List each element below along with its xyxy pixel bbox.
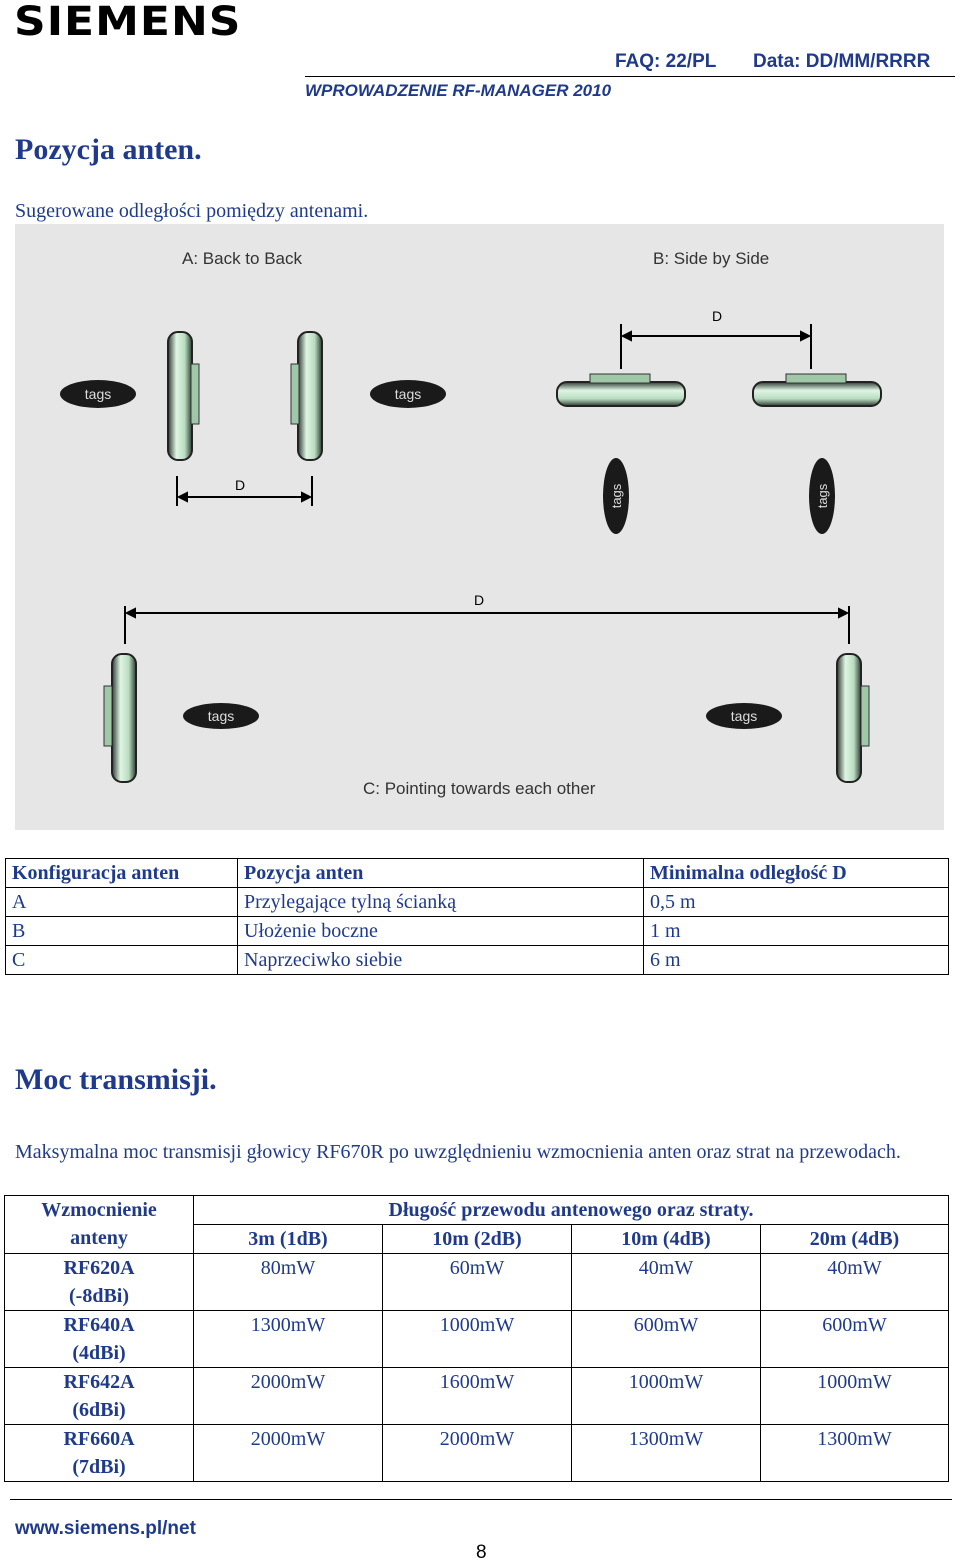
table-cell: 40mW <box>760 1253 949 1311</box>
header-min-distance: Minimalna odległość D <box>643 858 949 888</box>
table-row: A Przylegające tylną ścianką 0,5 m <box>5 887 949 917</box>
table-cell: 40mW <box>571 1253 761 1311</box>
antenna-model: RF660A <box>63 1428 135 1450</box>
antenna-cell: RF620A (-8dBi) <box>4 1253 194 1311</box>
antenna-c-right <box>836 653 870 783</box>
label-back-to-back: A: Back to Back <box>182 249 302 268</box>
table-cell: 1300mW <box>193 1310 383 1368</box>
antenna-placement-diagram: A: Back to Back B: Side by Side C: Point… <box>15 224 944 830</box>
document-subtitle: WPROWADZENIE RF-MANAGER 2010 <box>305 81 612 100</box>
header-configuration: Konfiguracja anten <box>5 858 238 888</box>
tag-b-left: tags <box>603 458 629 534</box>
table-cell: 1000mW <box>382 1310 572 1368</box>
table-cell: 600mW <box>571 1310 761 1368</box>
table-row: RF660A (7dBi) 2000mW 2000mW 1300mW 1300mW <box>4 1424 949 1482</box>
table-cell: 2000mW <box>382 1424 572 1482</box>
table-cell: 2000mW <box>193 1367 383 1425</box>
table-cell: B <box>5 916 238 946</box>
tag-c-right: tags <box>706 703 782 729</box>
table-cell: 80mW <box>193 1253 383 1311</box>
table-cell: Ułożenie boczne <box>237 916 644 946</box>
siemens-logo: SIEMENS <box>14 0 242 45</box>
header-position: Pozycja anten <box>237 858 644 888</box>
antenna-model: RF620A <box>63 1257 135 1279</box>
distance-b <box>620 324 812 369</box>
table-cell: 600mW <box>760 1310 949 1368</box>
antenna-cell: RF660A (7dBi) <box>4 1424 194 1482</box>
table-row: B Ułożenie boczne 1 m <box>5 916 949 946</box>
svg-text:tags: tags <box>85 386 111 402</box>
table-cell: 6 m <box>643 945 949 975</box>
distance-c <box>124 606 850 644</box>
header-col-10m-2db: 10m (2dB) <box>382 1224 572 1254</box>
svg-text:tags: tags <box>208 708 234 724</box>
table-cell: 2000mW <box>193 1424 383 1482</box>
antenna-distance-table: Konfiguracja anten Pozycja anten Minimal… <box>5 858 949 975</box>
table-header-row: Konfiguracja anten Pozycja anten Minimal… <box>5 858 949 888</box>
antenna-gain: (-8dBi) <box>69 1285 129 1307</box>
antenna-b-left <box>556 373 686 407</box>
table-cell: 1300mW <box>760 1424 949 1482</box>
antenna-cell: RF642A (6dBi) <box>4 1367 194 1425</box>
table-row: C Naprzeciwko siebie 6 m <box>5 945 949 975</box>
document-date: Data: DD/MM/RRRR <box>753 51 931 72</box>
transmission-power-table: Wzmocnienie anteny Długość przewodu ante… <box>4 1195 949 1482</box>
header-col-20m: 20m (4dB) <box>760 1224 949 1254</box>
antenna-gain: (7dBi) <box>72 1456 126 1478</box>
table-row: RF640A (4dBi) 1300mW 1000mW 600mW 600mW <box>4 1310 949 1368</box>
footer-divider <box>10 1499 952 1500</box>
header-cable-length: Długość przewodu antenowego oraz straty. <box>193 1195 949 1225</box>
table-cell: 0,5 m <box>643 887 949 917</box>
table-header-row: 3m (1dB) 10m (2dB) 10m (4dB) 20m (4dB) <box>5 1224 949 1254</box>
label-side-by-side: B: Side by Side <box>653 249 769 268</box>
distance-label-a: D <box>235 477 245 493</box>
tag-a-right: tags <box>370 380 446 408</box>
footer-url-link[interactable]: www.siemens.pl/net <box>15 1518 196 1539</box>
distance-label-b: D <box>712 308 722 324</box>
table-cell: 1000mW <box>571 1367 761 1425</box>
tag-b-right: tags <box>809 458 835 534</box>
distance-a <box>176 476 313 506</box>
section-description-antenna: Sugerowane odległości pomiędzy antenami. <box>15 200 369 222</box>
antenna-b-right <box>752 373 882 407</box>
table-cell: 1300mW <box>571 1424 761 1482</box>
table-row: RF642A (6dBi) 2000mW 1600mW 1000mW 1000mW <box>4 1367 949 1425</box>
table-cell: Przylegające tylną ścianką <box>237 887 644 917</box>
page-number: 8 <box>476 1542 487 1563</box>
diagram-svg: A: Back to Back B: Side by Side C: Point… <box>60 249 882 798</box>
table-cell: 1000mW <box>760 1367 949 1425</box>
svg-text:tags: tags <box>815 483 830 508</box>
table-header-row: Wzmocnienie anteny Długość przewodu ante… <box>4 1195 949 1254</box>
faq-number: FAQ: 22/PL <box>615 51 717 72</box>
antenna-a-left <box>167 331 200 461</box>
section-title-antenna-position: Pozycja anten. <box>15 133 202 166</box>
antenna-gain: (4dBi) <box>72 1342 126 1364</box>
antenna-gain: (6dBi) <box>72 1399 126 1421</box>
table-cell: C <box>5 945 238 975</box>
antenna-model: RF642A <box>63 1371 135 1393</box>
antenna-model: RF640A <box>63 1314 135 1336</box>
header-antenna-gain: Wzmocnienie anteny <box>4 1195 194 1254</box>
table-cell: 60mW <box>382 1253 572 1311</box>
table-row: RF620A (-8dBi) 80mW 60mW 40mW 40mW <box>4 1253 949 1311</box>
tag-c-left: tags <box>183 703 259 729</box>
antenna-a-right <box>290 331 323 461</box>
table-cell: Naprzeciwko siebie <box>237 945 644 975</box>
table-cell: A <box>5 887 238 917</box>
table-cell: 1 m <box>643 916 949 946</box>
tag-a-left: tags <box>60 380 136 408</box>
label-pointing-towards: C: Pointing towards each other <box>363 779 596 798</box>
svg-text:tags: tags <box>395 386 421 402</box>
antenna-cell: RF640A (4dBi) <box>4 1310 194 1368</box>
section-title-transmission-power: Moc transmisji. <box>15 1063 217 1096</box>
header-col-3m: 3m (1dB) <box>193 1224 383 1254</box>
svg-text:tags: tags <box>731 708 757 724</box>
header-col-10m-4db: 10m (4dB) <box>571 1224 761 1254</box>
antenna-c-left <box>103 653 137 783</box>
section-description-power: Maksymalna moc transmisji głowicy RF670R… <box>15 1141 901 1163</box>
header-divider <box>305 76 955 77</box>
table-cell: 1600mW <box>382 1367 572 1425</box>
svg-text:tags: tags <box>609 483 624 508</box>
distance-label-c: D <box>474 592 484 608</box>
